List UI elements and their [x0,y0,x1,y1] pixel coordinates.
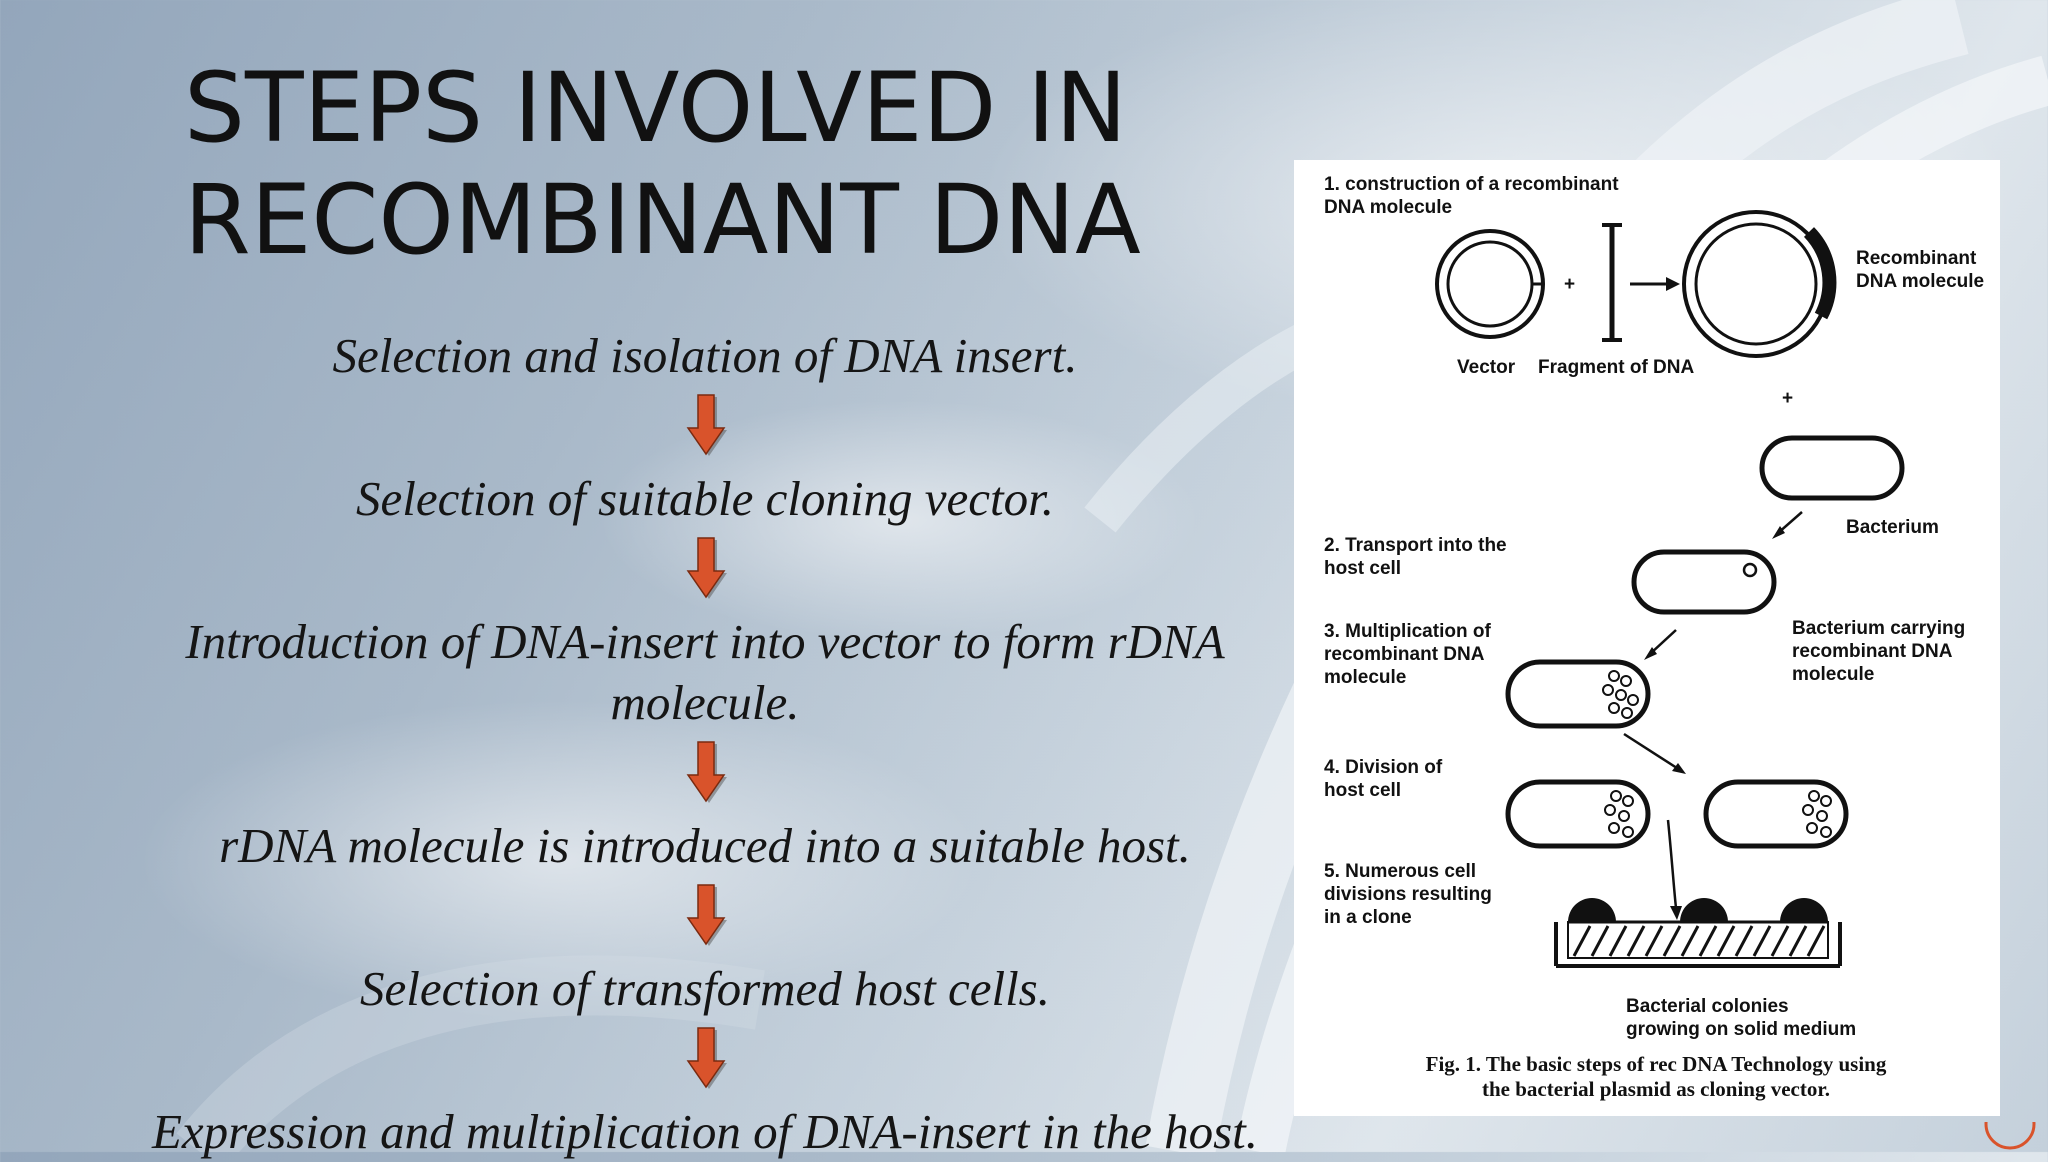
bacterium-label: Bacterium [1846,517,1939,538]
step5-label-line2: divisions resulting [1324,884,1492,905]
step5-label-line1: 5. Numerous cell [1324,861,1476,882]
dividing-cell-right-icon [1703,779,1849,849]
colonies-label-line2: growing on solid medium [1626,1019,1856,1040]
dividing-cell-left-icon [1505,779,1651,849]
corner-circle-decoration [1980,1122,2040,1152]
steps-flow: Selection and isolation of DNA insert. S… [150,325,1260,1162]
step3-label-line3: molecule [1324,667,1406,688]
step3-label-line1: 3. Multiplication of [1324,621,1491,642]
colonies-label-line1: Bacterial colonies [1626,996,1789,1017]
arrow-down-left-icon [1644,629,1677,660]
carrying-label-line3: molecule [1792,664,1874,685]
recombinant-label-line2: DNA molecule [1856,271,1984,292]
step4-label-line1: 4. Division of [1324,757,1443,778]
petri-dish-colonies-icon [1554,898,1842,968]
step1-label-line2: DNA molecule [1324,197,1452,218]
carrying-label-line1: Bacterium carrying [1792,618,1965,639]
plus-sign: + [1564,274,1575,295]
step2-label-line1: 2. Transport into the [1324,535,1507,556]
down-arrow-icon [686,394,727,456]
bacterium-multiplying-plasmids-icon [1505,659,1651,729]
figure-caption-line1: Fig. 1. The basic steps of rec DNA Techn… [1426,1052,1887,1076]
fragment-label: Fragment of DNA [1538,357,1695,378]
recombinant-label-line1: Recombinant [1856,248,1977,269]
arrow-right-icon [1630,277,1680,291]
step5-label-line3: in a clone [1324,907,1412,928]
plus-sign-2: + [1782,388,1793,409]
step-6-text: Expression and multiplication of DNA-ins… [151,1104,1259,1159]
recombinant-plasmid-icon [1682,210,1837,358]
down-arrow-icon [686,741,727,803]
step-3-text: Introduction of DNA-insert into vector t… [185,614,1225,730]
step-5-text: Selection of transformed host cells. [360,961,1050,1016]
rdna-figure: 1. construction of a recombinant DNA mol… [1294,160,2000,1116]
vector-label: Vector [1457,357,1516,378]
arrow-down-right-icon [1623,732,1686,774]
vector-plasmid-icon [1435,229,1545,339]
step2-label-line2: host cell [1324,558,1401,579]
step3-label-line2: recombinant DNA [1324,644,1485,665]
bacterium-with-plasmid-icon [1631,549,1777,615]
arrow-down-left-icon [1772,511,1803,539]
step-4-text: rDNA molecule is introduced into a suita… [219,818,1191,873]
step-2-text: Selection of suitable cloning vector. [355,471,1055,526]
step-1-text: Selection and isolation of DNA insert. [332,328,1078,383]
figure-caption-line2: the bacterial plasmid as cloning vector. [1482,1077,1830,1101]
down-arrow-icon [686,537,727,599]
carrying-label-line2: recombinant DNA [1792,641,1953,662]
down-arrow-icon [686,884,727,946]
step4-label-line2: host cell [1324,780,1401,801]
bacterium-icon [1759,435,1905,501]
step1-label-line1: 1. construction of a recombinant [1324,174,1619,195]
arrow-down-icon [1666,819,1682,920]
slide-title: STEPS INVOLVED IN RECOMBINANT DNA TECHNO… [184,52,1141,282]
dna-fragment-icon [1602,223,1622,342]
down-arrow-icon [686,1027,727,1089]
rdna-diagram: 1. construction of a recombinant DNA mol… [1324,174,1984,1101]
